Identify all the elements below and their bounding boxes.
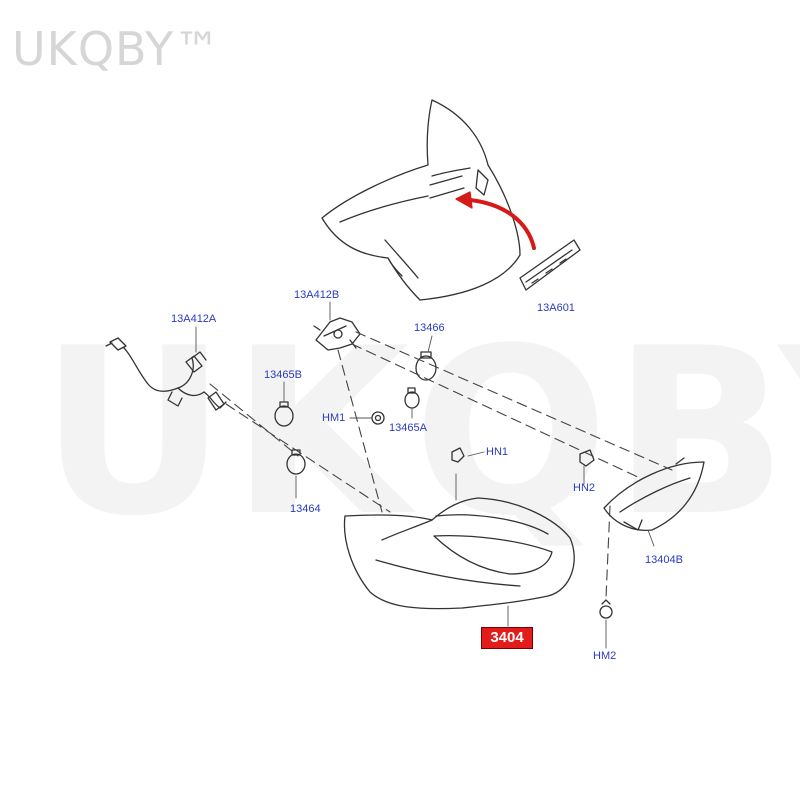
label-3404-highlighted: 3404 [481,627,533,649]
label-13466: 13466 [414,322,445,334]
grommet-hm1 [371,411,385,425]
label-13465b: 13465B [264,369,302,381]
label-13a412a: 13A412A [171,313,217,325]
nut-hm2 [599,599,613,619]
nut-hn2 [579,449,595,467]
watermark-large: UKQBY™ [40,300,800,567]
label-hn2: HN2 [573,482,596,494]
leader-lines [195,301,655,649]
label-13a601: 13A601 [537,302,575,314]
bulb-13464 [286,449,306,475]
bulb-socket-assembly [313,317,361,351]
wiring-harness [105,337,227,411]
label-hn1: HN1 [486,446,509,458]
bulb-13466 [415,351,437,381]
label-hm1: HM1 [322,412,346,424]
tail-lamp-inner [603,457,705,532]
third-brake-light [519,239,581,291]
tail-lamp-outer [343,497,575,610]
watermark-small: UKQBY™ [12,22,222,76]
label-hm2: HM2 [593,650,617,662]
label-13465a: 13465A [389,422,427,434]
trunk-lid [321,99,521,301]
assembly-dashed-lines [209,331,673,599]
red-arrow-head [455,191,473,209]
bulb-13465a [404,387,420,409]
bulb-13465b [274,401,294,427]
label-13a412b: 13A412B [294,289,340,301]
label-13404b: 13404B [645,554,683,566]
red-arrow [468,198,536,250]
label-13464: 13464 [290,503,321,515]
nut-hn1 [451,447,465,463]
